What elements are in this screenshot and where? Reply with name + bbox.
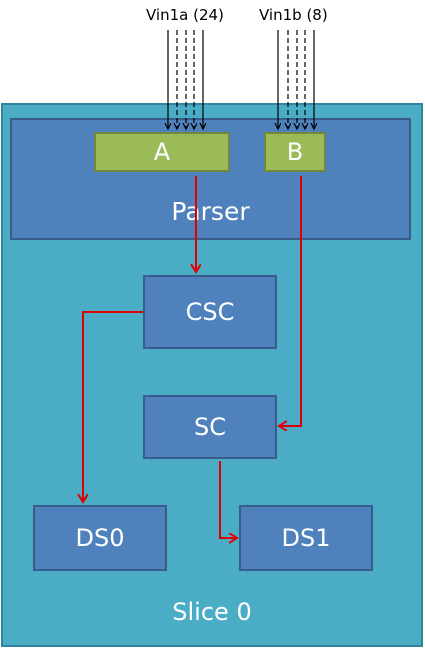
ds0-block: DS0 [33, 505, 167, 571]
input-block-b-label: B [286, 138, 304, 166]
input-label-vin1b: Vin1b (8) [259, 6, 328, 24]
flow-sc-to-ds1 [219, 461, 237, 538]
flow-csc-to-ds0 [83, 311, 143, 502]
input-block-a-label: A [153, 138, 171, 166]
sc-label: SC [194, 413, 226, 441]
flow-b-to-sc [279, 176, 302, 426]
slice-label-text: Slice 0 [172, 598, 252, 626]
ds0-label: DS0 [75, 524, 125, 552]
csc-block: CSC [143, 275, 277, 349]
sc-block: SC [143, 395, 277, 459]
input-block-b: B [264, 132, 326, 172]
input-label-vin1a: Vin1a (24) [146, 6, 224, 24]
ds1-label: DS1 [281, 524, 331, 552]
csc-label: CSC [185, 298, 235, 326]
parser-label: Parser [171, 197, 250, 226]
ds1-block: DS1 [239, 505, 373, 571]
slice-label: Slice 0 [1, 592, 423, 632]
input-block-a: A [94, 132, 230, 172]
